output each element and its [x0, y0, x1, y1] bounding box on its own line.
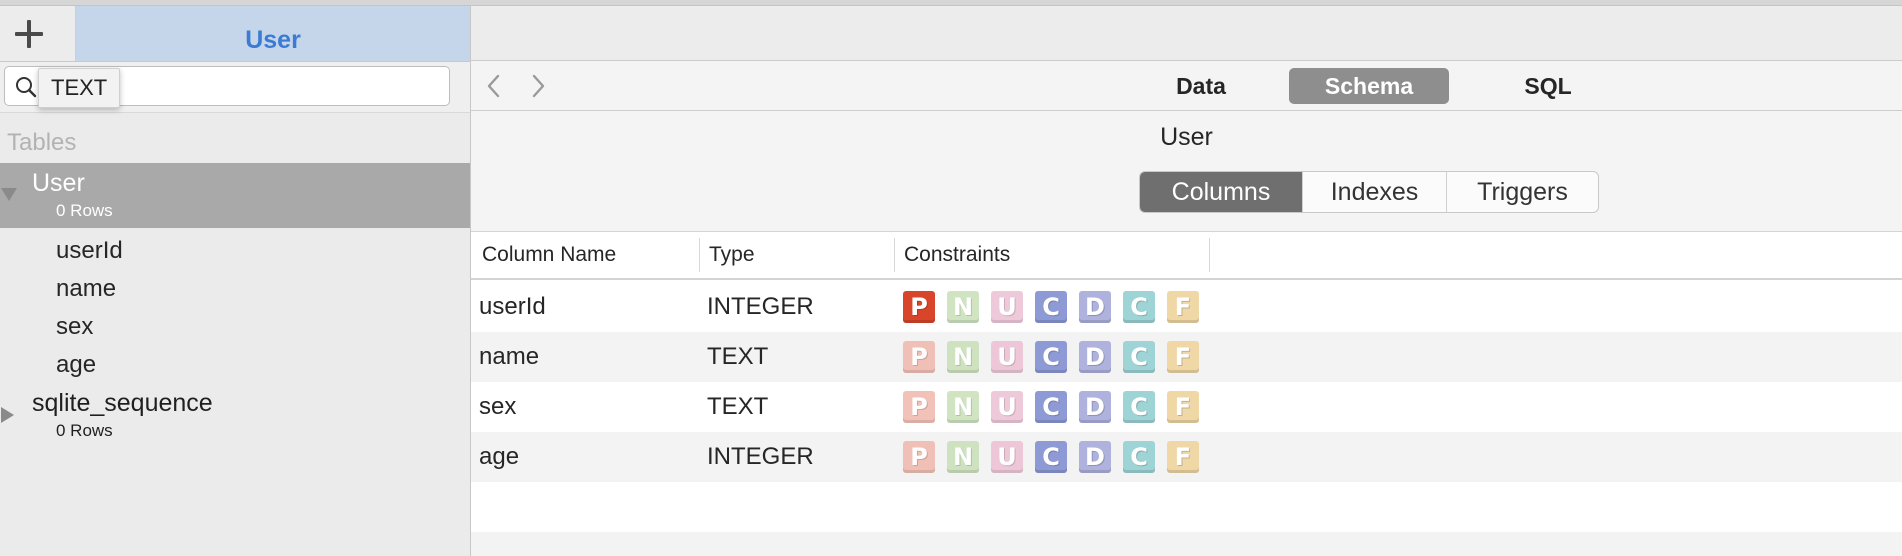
- constraint-c-icon[interactable]: C: [1035, 291, 1067, 323]
- constraint-c-icon[interactable]: C: [1123, 391, 1155, 423]
- constraint-c-icon[interactable]: C: [1123, 341, 1155, 373]
- tab-bar: [471, 6, 1902, 61]
- tab-indexes[interactable]: Indexes: [1302, 172, 1446, 212]
- constraint-d-icon[interactable]: D: [1079, 341, 1111, 373]
- sidebar-divider: [470, 6, 471, 556]
- tooltip-text: TEXT: [51, 75, 108, 100]
- sidebar-column-userid[interactable]: userId: [56, 237, 123, 264]
- table-name: User: [32, 169, 85, 197]
- schema-subtabs: Columns Indexes Triggers: [1139, 171, 1599, 213]
- sidebar: Tables User 0 Rows userId name sex age s…: [0, 112, 471, 556]
- sidebar-column-name[interactable]: name: [56, 275, 117, 302]
- sidebar-column-sex[interactable]: sex: [56, 313, 94, 340]
- mode-schema-button[interactable]: Schema: [1289, 68, 1449, 104]
- constraint-n-icon[interactable]: N: [947, 291, 979, 323]
- constraint-f-icon[interactable]: F: [1167, 391, 1199, 423]
- constraint-u-icon[interactable]: U: [991, 391, 1023, 423]
- mode-sql-button[interactable]: SQL: [1524, 72, 1572, 99]
- constraint-u-icon[interactable]: U: [991, 291, 1023, 323]
- cell-type[interactable]: INTEGER: [707, 443, 814, 470]
- disclosure-expanded-icon[interactable]: [1, 188, 17, 201]
- table-header: Column Name Type Constraints: [471, 232, 1902, 280]
- chevron-left-icon[interactable]: [484, 73, 504, 99]
- constraint-d-icon[interactable]: D: [1079, 291, 1111, 323]
- constraint-n-icon[interactable]: N: [947, 391, 979, 423]
- constraint-c-icon[interactable]: C: [1035, 341, 1067, 373]
- sidebar-table-user[interactable]: User 0 Rows: [0, 163, 471, 228]
- cell-type[interactable]: TEXT: [707, 393, 769, 420]
- constraint-d-icon[interactable]: D: [1079, 391, 1111, 423]
- header-constraints[interactable]: Constraints: [904, 243, 1011, 266]
- constraint-f-icon[interactable]: F: [1167, 441, 1199, 473]
- schema-header: User Columns Indexes Triggers: [471, 111, 1902, 231]
- constraint-c-icon[interactable]: C: [1035, 391, 1067, 423]
- mode-data-button[interactable]: Data: [1176, 72, 1226, 99]
- cell-type[interactable]: INTEGER: [707, 293, 814, 320]
- constraint-f-icon[interactable]: F: [1167, 341, 1199, 373]
- schema-title: User: [1160, 123, 1213, 151]
- constraint-c-icon[interactable]: C: [1123, 291, 1155, 323]
- tab-triggers[interactable]: Triggers: [1446, 172, 1598, 212]
- tab-user-label: User: [245, 26, 301, 54]
- constraint-c-icon[interactable]: C: [1035, 441, 1067, 473]
- add-button[interactable]: [0, 6, 76, 61]
- empty-row: [471, 482, 1902, 532]
- divider: [0, 61, 471, 62]
- header-divider: [699, 238, 700, 272]
- constraint-u-icon[interactable]: U: [991, 441, 1023, 473]
- constraint-p-icon[interactable]: P: [903, 291, 935, 323]
- header-divider: [894, 238, 895, 272]
- tab-columns[interactable]: Columns: [1140, 172, 1302, 212]
- header-column-name[interactable]: Column Name: [482, 243, 617, 266]
- chevron-right-icon[interactable]: [528, 73, 548, 99]
- constraint-f-icon[interactable]: F: [1167, 291, 1199, 323]
- toolbar: Data Schema SQL: [471, 61, 1902, 111]
- plus-icon: [27, 20, 31, 48]
- cell-type[interactable]: TEXT: [707, 343, 769, 370]
- tab-user[interactable]: User: [76, 6, 471, 61]
- constraint-p-icon[interactable]: P: [903, 441, 935, 473]
- cell-column-name[interactable]: name: [479, 343, 540, 370]
- constraint-u-icon[interactable]: U: [991, 341, 1023, 373]
- constraint-n-icon[interactable]: N: [947, 441, 979, 473]
- constraint-n-icon[interactable]: N: [947, 341, 979, 373]
- cell-column-name[interactable]: sex: [479, 393, 517, 420]
- disclosure-collapsed-icon[interactable]: [1, 407, 14, 423]
- table-name: sqlite_sequence: [32, 389, 213, 417]
- search-icon: [16, 77, 37, 98]
- table-row-count: 0 Rows: [56, 421, 113, 440]
- cell-column-name[interactable]: userId: [479, 293, 546, 320]
- constraint-p-icon[interactable]: P: [903, 391, 935, 423]
- type-tooltip: TEXT: [38, 68, 121, 108]
- empty-row: [471, 532, 1902, 556]
- window-top-edge: [0, 0, 1902, 6]
- sidebar-header: Tables: [7, 129, 77, 156]
- constraint-c-icon[interactable]: C: [1123, 441, 1155, 473]
- sidebar-column-age[interactable]: age: [56, 351, 97, 378]
- constraint-d-icon[interactable]: D: [1079, 441, 1111, 473]
- sidebar-table-sqlite-sequence[interactable]: sqlite_sequence 0 Rows: [0, 385, 471, 450]
- constraint-p-icon[interactable]: P: [903, 341, 935, 373]
- header-divider: [1209, 238, 1210, 272]
- header-type[interactable]: Type: [709, 243, 755, 266]
- cell-column-name[interactable]: age: [479, 443, 520, 470]
- table-row-count: 0 Rows: [56, 201, 113, 220]
